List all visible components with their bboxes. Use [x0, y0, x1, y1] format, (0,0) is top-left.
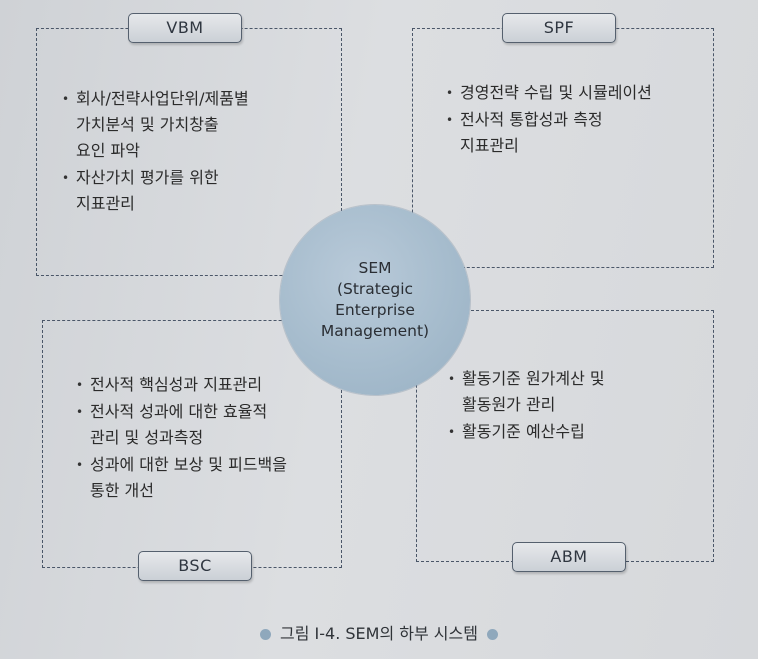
center-line: Management) [320, 322, 430, 340]
list-item: 활동기준 예산수립 [448, 419, 710, 445]
caption-dot-icon [260, 629, 272, 640]
center-line: SEM [358, 259, 392, 277]
list-item: 전사적 핵심성과 지표관리 [76, 372, 344, 398]
figure-caption: 그림 I-4. SEM의 하부 시스템 [0, 620, 758, 644]
caption-dot-icon [486, 629, 498, 640]
center-line: Enterprise [335, 301, 415, 319]
sem-center-circle: SEM (Strategic Enterprise Management) [280, 205, 470, 395]
center-line: (Strategic [336, 280, 414, 298]
caption-text: 그림 I-4. SEM의 하부 시스템 [280, 624, 478, 643]
bsc-label: BSC [138, 551, 252, 581]
vbm-label: VBM [128, 13, 242, 43]
list-item: 경영전략 수립 및 시뮬레이션 [446, 80, 708, 106]
spf-label: SPF [502, 13, 616, 43]
abm-label: ABM [512, 542, 626, 572]
